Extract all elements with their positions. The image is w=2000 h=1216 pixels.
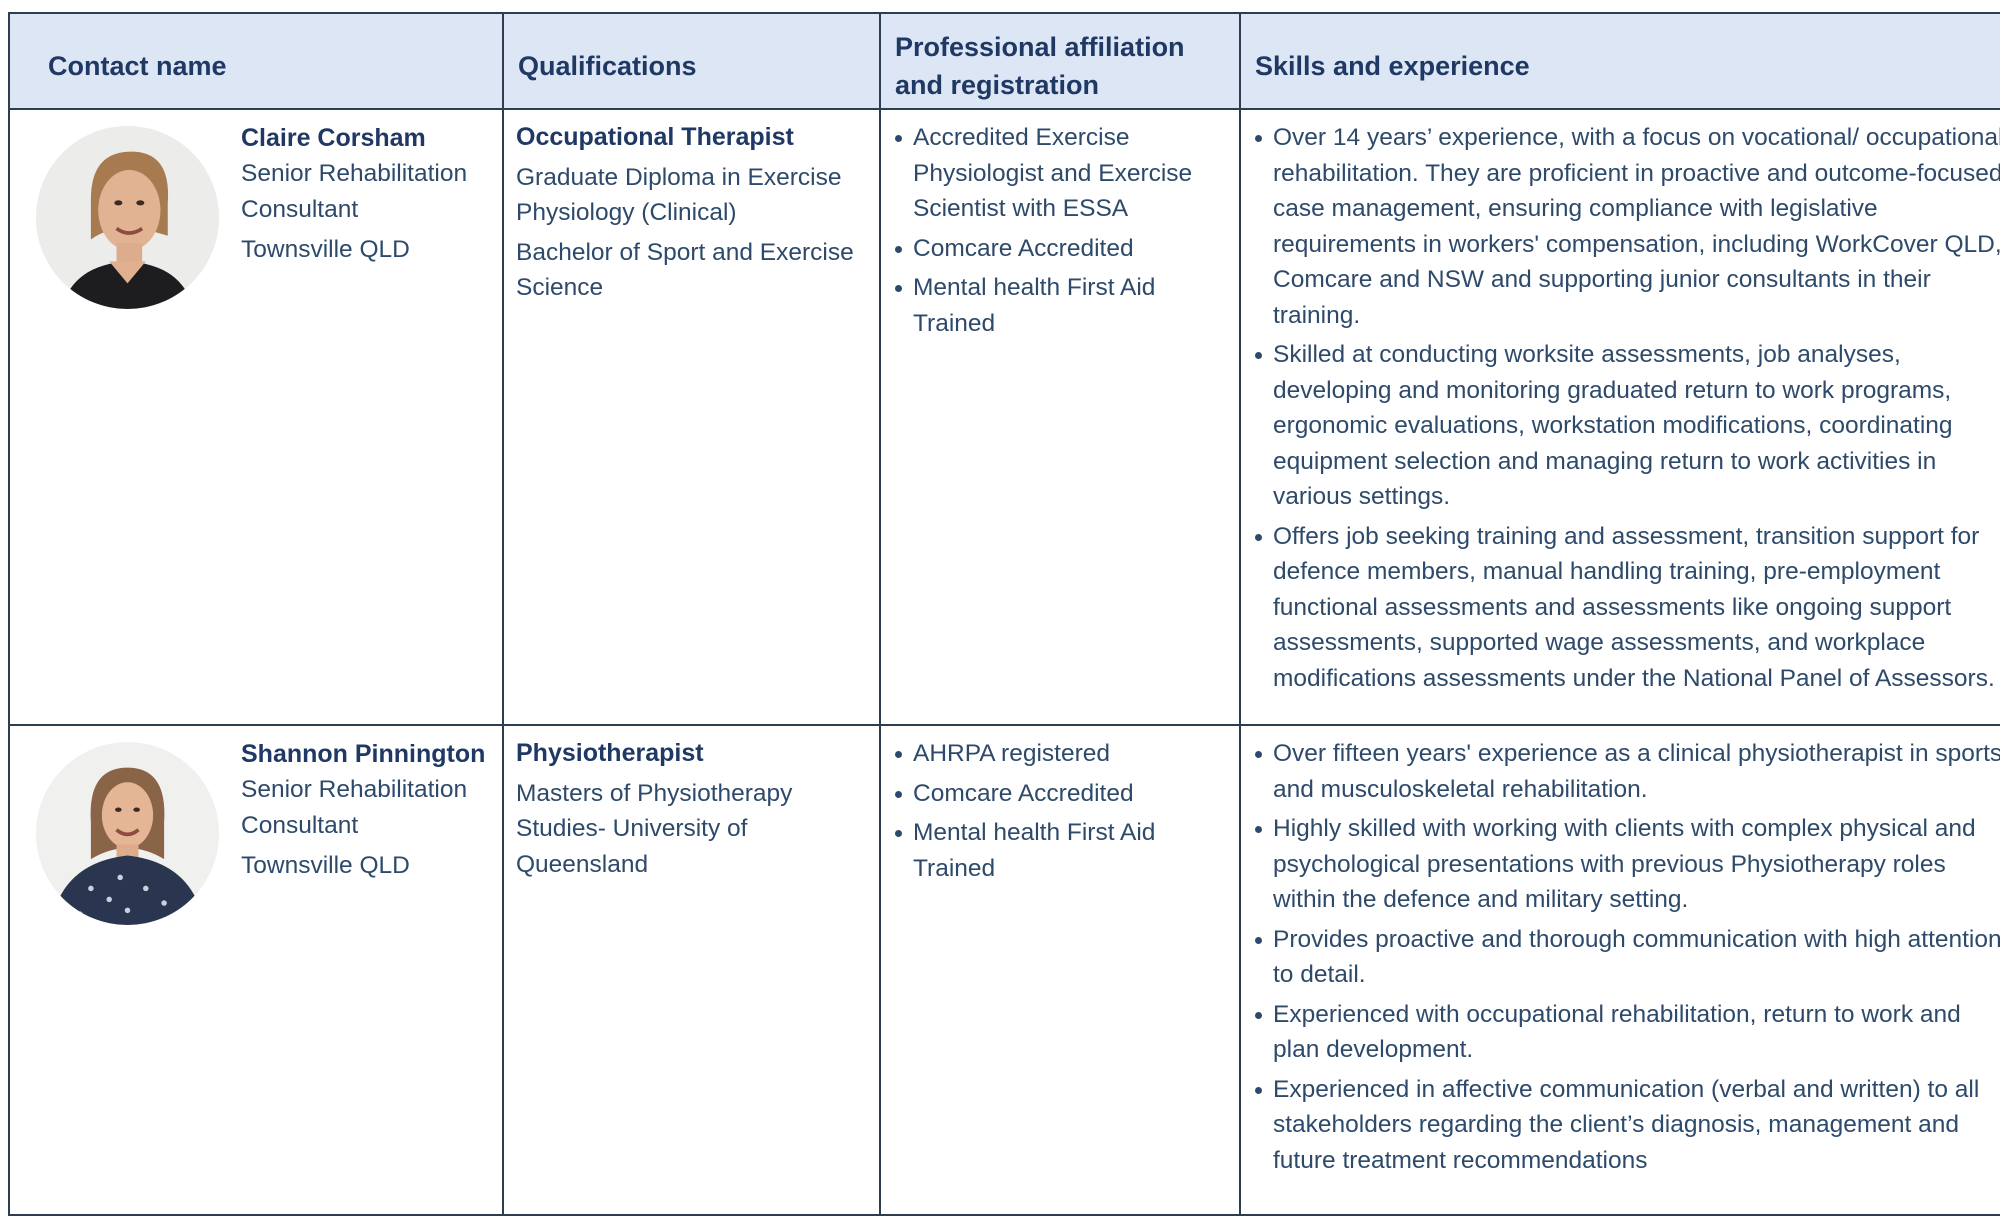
skills-list: Over fifteen years' experience as a clin… — [1253, 736, 2000, 1178]
header-contact-name: Contact name — [8, 12, 504, 110]
qualifications-cell: Physiotherapist Masters of Physiotherapy… — [502, 724, 881, 1216]
contact-role: Senior Rehabilitation Consultant — [241, 776, 468, 839]
qualification-item: Masters of Physiotherapy Studies- Univer… — [516, 779, 793, 878]
avatar — [36, 126, 219, 309]
contact-name: Shannon Pinnington — [241, 740, 486, 768]
contact-location: Townsville QLD — [241, 852, 410, 879]
skills-cell: Over fifteen years' experience as a clin… — [1239, 724, 2000, 1216]
table-header-row: Contact name Qualifications Professional… — [8, 12, 2000, 110]
list-item: Mental health First Aid Trained — [893, 815, 1227, 886]
header-affiliation: Professional affiliation and registratio… — [879, 12, 1241, 110]
contact-cell: Claire Corsham Senior Rehabilitation Con… — [8, 108, 504, 726]
affiliation-list: Accredited Exercise Physiologist and Exe… — [893, 120, 1227, 341]
qualification-title: Occupational Therapist — [516, 123, 794, 151]
list-item: Accredited Exercise Physiologist and Exe… — [893, 120, 1227, 227]
qualification-item: Graduate Diploma in Exercise Physiology … — [516, 163, 842, 227]
header-skills: Skills and experience — [1239, 12, 2000, 110]
affiliation-list: AHRPA registered Comcare Accredited Ment… — [893, 736, 1227, 886]
contact-name: Claire Corsham — [241, 124, 426, 152]
qualification-item: Bachelor of Sport and Exercise Science — [516, 238, 854, 302]
qualification-title: Physiotherapist — [516, 739, 704, 767]
avatar — [36, 742, 219, 925]
skills-list: Over 14 years’ experience, with a focus … — [1253, 120, 2000, 696]
header-qualifications: Qualifications — [502, 12, 881, 110]
list-item: Over fifteen years' experience as a clin… — [1253, 736, 2000, 807]
list-item: AHRPA registered — [893, 736, 1227, 772]
list-item: Experienced in affective communication (… — [1253, 1072, 2000, 1179]
table-row: Shannon Pinnington Senior Rehabilitation… — [8, 724, 2000, 1216]
list-item: Highly skilled with working with clients… — [1253, 811, 2000, 918]
list-item: Skilled at conducting worksite assessmen… — [1253, 337, 2000, 515]
staff-table: Contact name Qualifications Professional… — [8, 12, 2000, 1216]
contact-role: Senior Rehabilitation Consultant — [241, 160, 468, 223]
list-item: Experienced with occupational rehabilita… — [1253, 997, 2000, 1068]
list-item: Over 14 years’ experience, with a focus … — [1253, 120, 2000, 333]
portrait-photo-icon — [36, 126, 219, 309]
list-item: Comcare Accredited — [893, 231, 1227, 267]
affiliation-cell: Accredited Exercise Physiologist and Exe… — [879, 108, 1241, 726]
qualifications-cell: Occupational Therapist Graduate Diploma … — [502, 108, 881, 726]
contact-cell: Shannon Pinnington Senior Rehabilitation… — [8, 724, 504, 1216]
affiliation-cell: AHRPA registered Comcare Accredited Ment… — [879, 724, 1241, 1216]
table-row: Claire Corsham Senior Rehabilitation Con… — [8, 108, 2000, 726]
list-item: Offers job seeking training and assessme… — [1253, 519, 2000, 697]
list-item: Provides proactive and thorough communic… — [1253, 922, 2000, 993]
skills-cell: Over 14 years’ experience, with a focus … — [1239, 108, 2000, 726]
portrait-photo-icon — [36, 742, 219, 925]
list-item: Comcare Accredited — [893, 776, 1227, 812]
contact-location: Townsville QLD — [241, 236, 410, 263]
staff-table-sheet: Contact name Qualifications Professional… — [8, 12, 2000, 1216]
list-item: Mental health First Aid Trained — [893, 270, 1227, 341]
